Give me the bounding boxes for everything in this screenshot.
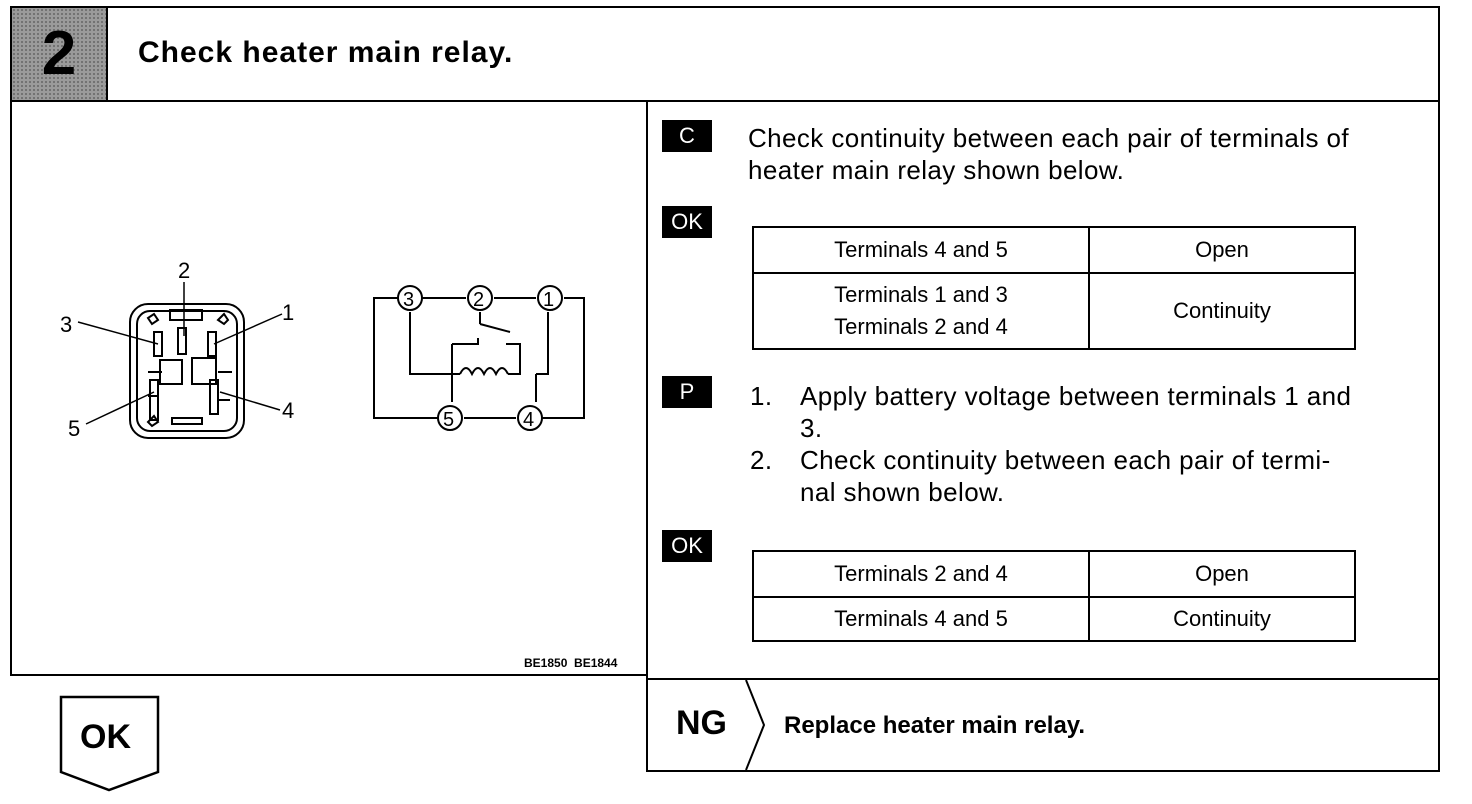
table-cell: Open [1088, 226, 1356, 274]
schematic-label-3: 3 [403, 289, 414, 311]
table-cell: Continuity [1088, 596, 1356, 642]
procedure-step2-line2: nal shown below. [800, 477, 1005, 507]
terminals-line: Terminals 2 and 4 [834, 314, 1008, 339]
procedure-tag: P [662, 376, 712, 408]
connector-label-3: 3 [60, 312, 72, 337]
table-cell: Continuity [1088, 272, 1356, 350]
procedure-step1-line2: 3. [800, 413, 823, 443]
step-number: 2 [12, 8, 108, 100]
ng-result-label: NG [676, 704, 727, 742]
procedure-ok-tag: OK [662, 530, 712, 562]
table-cell: Terminals 4 and 5 [752, 596, 1090, 642]
table-cell: Open [1088, 550, 1356, 598]
schematic-label-2: 2 [473, 289, 484, 311]
check-text-line2: heater main relay shown below. [748, 155, 1125, 185]
table-row: Terminals 1 and 3 Terminals 2 and 4 Cont… [752, 272, 1356, 350]
ng-result-box [646, 678, 1440, 772]
table-cell: Terminals 2 and 4 [752, 550, 1090, 598]
table-row: Terminals 4 and 5 Continuity [752, 596, 1356, 642]
figure-caption: BE1850 BE1844 [524, 656, 618, 670]
terminals-line: Terminals 1 and 3 [834, 282, 1008, 307]
table-row: Terminals 2 and 4 Open [752, 550, 1356, 598]
schematic-label-5: 5 [443, 409, 454, 431]
table-row: Terminals 4 and 5 Open [752, 226, 1356, 274]
ng-chevron [745, 679, 766, 771]
relay-connector-drawing [129, 303, 245, 439]
step-header-box [10, 6, 1440, 102]
procedure-result-table: Terminals 2 and 4 Open Terminals 4 and 5… [752, 550, 1356, 642]
relay-schematic [373, 285, 585, 431]
step-title: Check heater main relay. [138, 36, 514, 69]
procedure-step1-line1: Apply battery voltage between terminals … [800, 381, 1352, 411]
connector-label-2: 2 [178, 258, 190, 283]
connector-label-1: 1 [282, 300, 294, 325]
schematic-label-4: 4 [523, 409, 534, 431]
check-text-line1: Check continuity between each pair of te… [748, 123, 1349, 153]
procedure-step2-line1: Check continuity between each pair of te… [800, 445, 1331, 475]
schematic-label-1: 1 [543, 289, 554, 311]
check-result-table: Terminals 4 and 5 Open Terminals 1 and 3… [752, 226, 1356, 350]
connector-label-4: 4 [282, 398, 294, 423]
ok-result-label: OK [80, 718, 131, 756]
ok-result-box [59, 695, 160, 792]
table-cell: Terminals 4 and 5 [752, 226, 1090, 274]
table-cell: Terminals 1 and 3 Terminals 2 and 4 [752, 272, 1090, 350]
check-tag: C [662, 120, 712, 152]
procedure-step1-num: 1. [750, 381, 773, 411]
relay-diagram: 2 3 1 5 4 3 2 1 5 4 [60, 258, 585, 441]
check-ok-tag: OK [662, 206, 712, 238]
connector-label-5: 5 [68, 416, 80, 441]
ng-result-action: Replace heater main relay. [784, 712, 1086, 739]
procedure-step2-num: 2. [750, 445, 773, 475]
